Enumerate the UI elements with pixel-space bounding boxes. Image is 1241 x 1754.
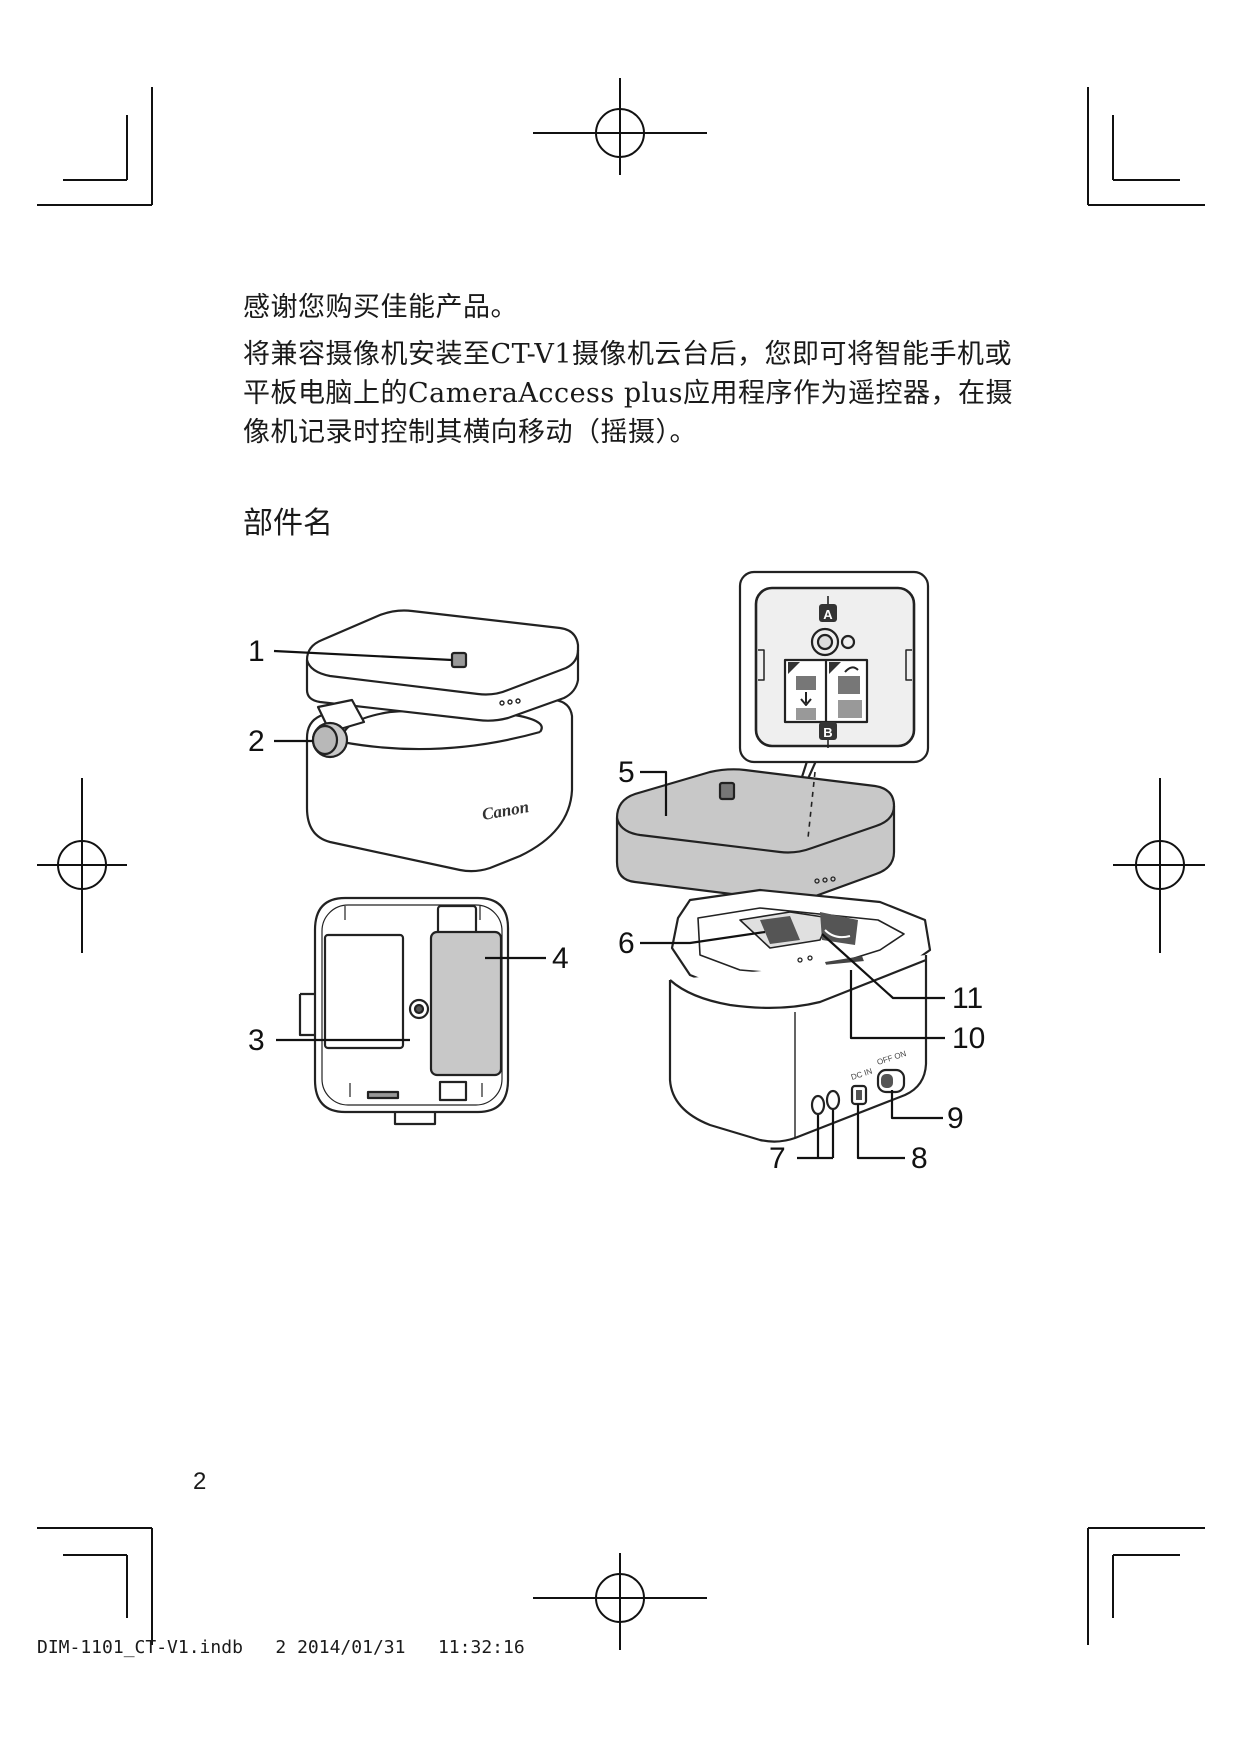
callout-10: 10 — [952, 1022, 985, 1055]
callout-6: 6 — [618, 927, 635, 960]
callout-4: 4 — [552, 942, 569, 975]
callout-11: 11 — [952, 982, 983, 1015]
slug-text: DIM-1101_CT-V1.indb 2 2014/01/31 11:32:1… — [37, 1637, 525, 1658]
callout-3: 3 — [248, 1024, 265, 1057]
callout-5: 5 — [618, 756, 635, 789]
callout-8: 8 — [911, 1142, 928, 1175]
callout-2: 2 — [248, 725, 265, 758]
head-exploded-view-illustration: A B — [617, 572, 930, 1142]
head-top-view-illustration: Canon — [307, 611, 578, 872]
head-bottom-view-illustration — [300, 898, 508, 1124]
inset-label-a: A — [823, 607, 833, 622]
callout-9: 9 — [947, 1102, 964, 1135]
inset-label-b: B — [823, 725, 832, 740]
callout-7: 7 — [769, 1142, 786, 1175]
callout-1: 1 — [248, 635, 265, 668]
page-number: 2 — [193, 1468, 206, 1496]
print-slug: DIM-1101_CT-V1.indb 2 2014/01/31 11:32:1… — [37, 1637, 525, 1658]
